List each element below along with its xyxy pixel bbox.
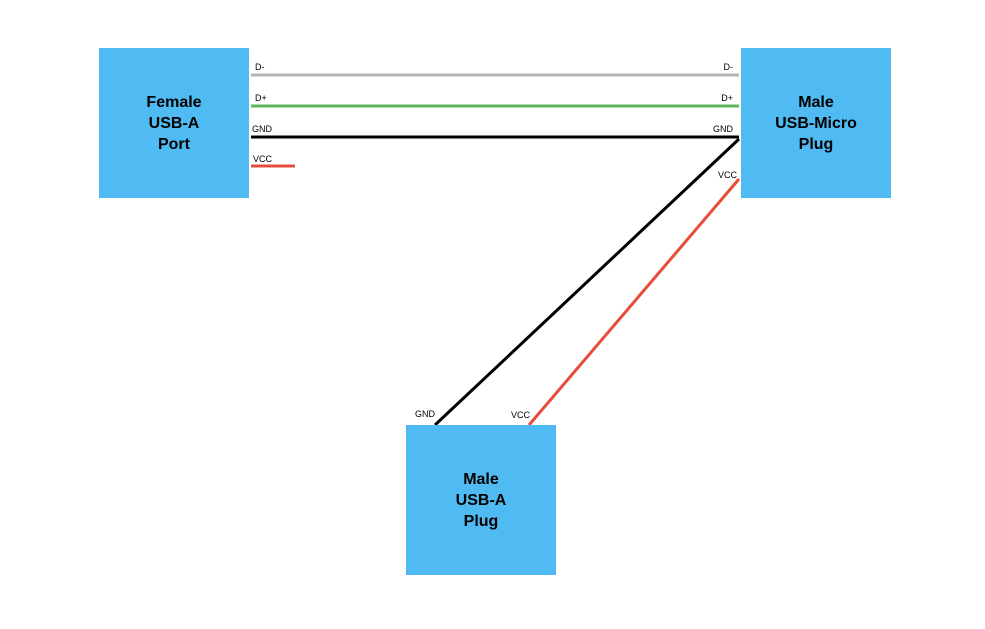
female-usb-a-port-label: Female USB-A Port: [146, 93, 202, 153]
wire-gnd-micro-to-male-a: [433, 137, 741, 427]
male-usb-micro-plug-label: Male USB-Micro Plug: [775, 93, 857, 153]
pin-label-micro-d-minus: D-: [723, 62, 734, 72]
male-usb-micro-plug-box: Male USB-Micro Plug: [741, 48, 891, 198]
pin-label-micro-d-plus: D+: [721, 93, 733, 103]
pin-label-female-d-plus: D+: [255, 93, 267, 103]
pin-label-female-d-minus: D-: [255, 62, 265, 72]
pin-label-male-a-vcc: VCC: [511, 410, 531, 420]
male-usb-a-plug-box: Male USB-A Plug: [406, 425, 556, 575]
pin-label-female-vcc: VCC: [253, 154, 273, 164]
pin-label-micro-vcc: VCC: [717, 170, 737, 180]
wire-vcc-micro-to-male-a: [527, 178, 741, 426]
female-usb-a-port-box: Female USB-A Port: [99, 48, 249, 198]
male-usb-a-plug-label: Male USB-A Plug: [455, 470, 507, 530]
pin-label-male-a-gnd: GND: [415, 409, 435, 419]
pin-label-female-gnd: GND: [252, 124, 272, 134]
pin-label-micro-gnd: GND: [713, 124, 733, 134]
